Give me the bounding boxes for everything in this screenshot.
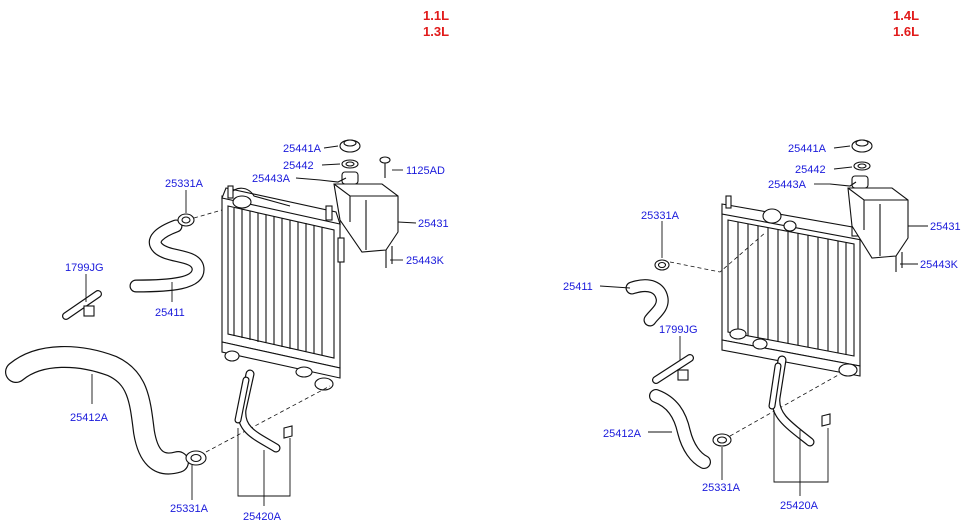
label-cap-right: 25441A	[788, 143, 827, 155]
label-clip-left: 1799JG	[65, 262, 104, 274]
label-gasket-left: 25442	[283, 160, 314, 172]
label-hose-assy-right: 25420A	[780, 500, 819, 512]
label-upper-hose-left: 25411	[155, 307, 185, 319]
label-clip-right: 1799JG	[659, 324, 698, 336]
clip-left	[62, 290, 102, 320]
clamp-lower-left	[185, 450, 207, 466]
radiator-right	[721, 195, 863, 377]
label-overflow-hose-right: 25443A	[768, 179, 807, 191]
gasket-right	[853, 161, 871, 171]
overflow-hose-right	[829, 181, 857, 187]
label-gasket-right: 25442	[795, 164, 826, 176]
lower-hose-left	[5, 345, 189, 475]
label-clamp-lower-left: 25331A	[170, 503, 209, 515]
clamp-upper-right	[654, 259, 670, 271]
label-cap-left: 25441A	[283, 143, 322, 155]
engine-label-1-3l: 1.3L	[423, 24, 449, 39]
engine-label-1-4l: 1.4L	[893, 8, 919, 23]
engine-label-1-1l: 1.1L	[423, 8, 449, 23]
label-clamp-upper-left: 25331A	[165, 178, 204, 190]
gasket-left	[341, 159, 359, 169]
engine-label-1-6l: 1.6L	[893, 24, 919, 39]
label-lower-hose-left: 25412A	[70, 412, 109, 424]
clamp-lower-right	[712, 433, 732, 447]
left-assembly	[5, 139, 417, 506]
label-clamp-upper-right: 25331A	[641, 210, 680, 222]
label-clamp-lower-right: 25331A	[702, 482, 741, 494]
label-reservoir-right: 25431	[930, 221, 961, 233]
upper-hose-left	[129, 219, 205, 293]
label-bracket-left: 25443K	[406, 255, 445, 267]
right-assembly	[599, 139, 928, 496]
reservoir-right	[847, 175, 909, 272]
hose-assy-right	[768, 355, 831, 447]
label-bolt-left: 1125AD	[406, 165, 445, 177]
cap-right	[851, 139, 873, 153]
label-bracket-right: 25443K	[920, 259, 959, 271]
label-overflow-hose-left: 25443A	[252, 173, 291, 185]
label-reservoir-left: 25431	[418, 218, 449, 230]
bolt-left	[379, 156, 391, 178]
overflow-hose-left	[319, 177, 347, 183]
label-upper-hose-right: 25411	[563, 281, 593, 293]
cap-left	[339, 139, 361, 153]
label-lower-hose-right: 25412A	[603, 428, 642, 440]
lower-hose-right	[649, 389, 711, 469]
clamp-upper-left	[177, 213, 195, 227]
hose-assy-left	[234, 369, 293, 453]
reservoir-left	[333, 171, 399, 268]
upper-hose-right	[625, 279, 669, 327]
radiator-left	[221, 185, 345, 391]
clip-right	[652, 354, 694, 384]
label-hose-assy-left: 25420A	[243, 511, 282, 523]
